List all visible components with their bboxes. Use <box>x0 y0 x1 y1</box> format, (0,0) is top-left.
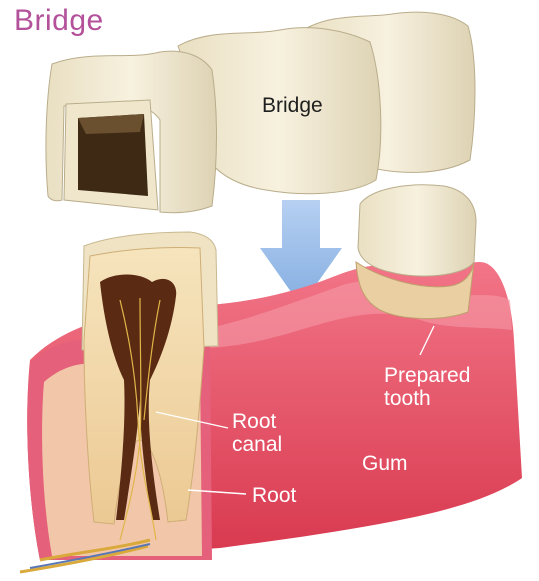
label-prepared-tooth-line1: Prepared <box>384 364 470 387</box>
label-root-canal-line1: Root <box>232 410 282 433</box>
prepared-tooth <box>356 185 476 319</box>
label-prepared-tooth-line2: tooth <box>384 387 470 410</box>
label-root-canal-line2: canal <box>232 433 282 456</box>
label-root-canal: Root canal <box>232 410 282 456</box>
prepared-tooth-top <box>358 185 476 276</box>
label-bridge: Bridge <box>262 94 323 117</box>
bridge-crowns <box>46 12 475 213</box>
figure-title: Bridge <box>14 4 104 38</box>
label-gum: Gum <box>362 452 408 475</box>
label-prepared-tooth: Prepared tooth <box>384 364 470 410</box>
label-root: Root <box>252 484 296 507</box>
